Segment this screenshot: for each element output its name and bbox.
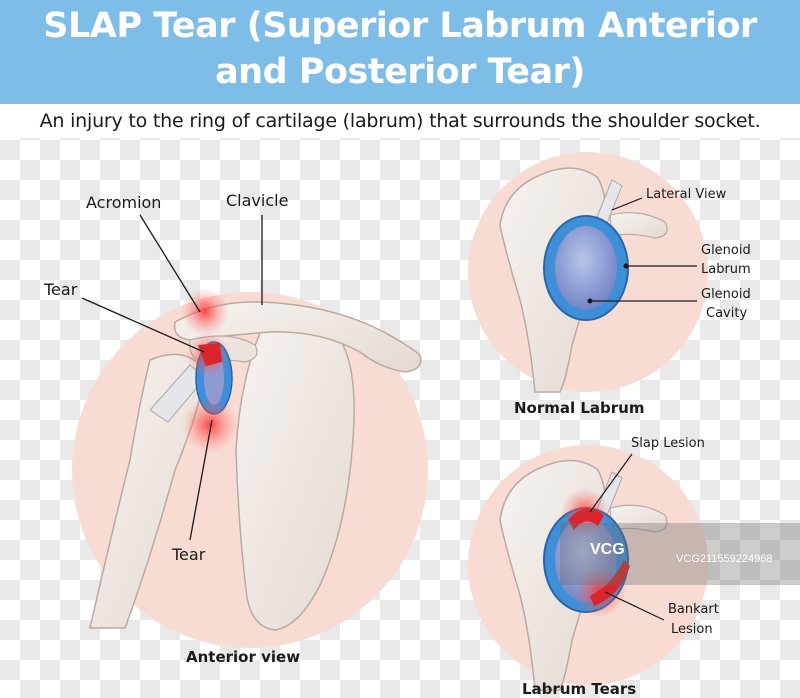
lower-tear-glow: [182, 397, 238, 453]
tear-top-leader-line: [81, 297, 205, 353]
label-lateral-view: Lateral View: [646, 187, 727, 202]
label-tear-bottom: Tear: [172, 545, 206, 564]
label-tear-top: Tear: [44, 280, 78, 299]
caption-normal-labrum: Normal Labrum: [514, 399, 645, 417]
watermark-logo: VCG: [590, 541, 625, 558]
label-slap-lesion: Slap Lesion: [631, 436, 705, 451]
labrum-pointer-dot: [623, 263, 629, 269]
lateral-view-leader-line: [611, 197, 643, 211]
normal-glenoid-cavity: [555, 226, 617, 310]
label-bankart-2: Lesion: [671, 622, 713, 637]
cavity-pointer-dot: [587, 298, 593, 304]
watermark-band: VCG VCG211559224968: [560, 523, 800, 585]
label-acromion: Acromion: [86, 193, 162, 212]
caption-anterior-view: Anterior view: [186, 648, 301, 666]
title-line-2: and Posterior Tear): [215, 52, 585, 92]
tear-bottom-leader-line: [189, 419, 213, 541]
slap-lesion-leader-line: [589, 453, 633, 513]
title-line-1: SLAP Tear (Superior Labrum Anterior: [43, 6, 757, 46]
tears-coracoid-shape: [609, 504, 668, 533]
caption-labrum-tears: Labrum Tears: [522, 680, 637, 698]
label-glenoid-labrum-2: Labrum: [701, 262, 751, 277]
label-clavicle: Clavicle: [226, 191, 289, 210]
subtitle: An injury to the ring of cartilage (labr…: [0, 104, 800, 138]
bankart-leader-line: [604, 591, 665, 621]
labrum-tears-illustration: [468, 445, 708, 691]
normal-coracoid-shape: [609, 212, 668, 239]
label-glenoid-cavity-1: Glenoid: [701, 287, 751, 302]
anterior-tear-mark: [198, 343, 222, 366]
acromion-leader-line: [139, 214, 201, 313]
label-bankart-1: Bankart: [668, 602, 719, 617]
label-glenoid-cavity-2: Cavity: [706, 306, 748, 321]
label-glenoid-labrum-1: Glenoid: [701, 243, 751, 258]
normal-labrum-illustration: [468, 152, 708, 393]
title-banner: SLAP Tear (Superior Labrum Anterior and …: [0, 0, 800, 104]
watermark-text: VCG211559224968: [676, 553, 773, 565]
acromion-glow: [181, 288, 229, 336]
scapula-shape: [235, 322, 355, 631]
anterior-view-illustration: [72, 214, 428, 648]
slap-lesion-mark: [568, 508, 604, 530]
bankart-lesion-mark: [590, 560, 630, 606]
